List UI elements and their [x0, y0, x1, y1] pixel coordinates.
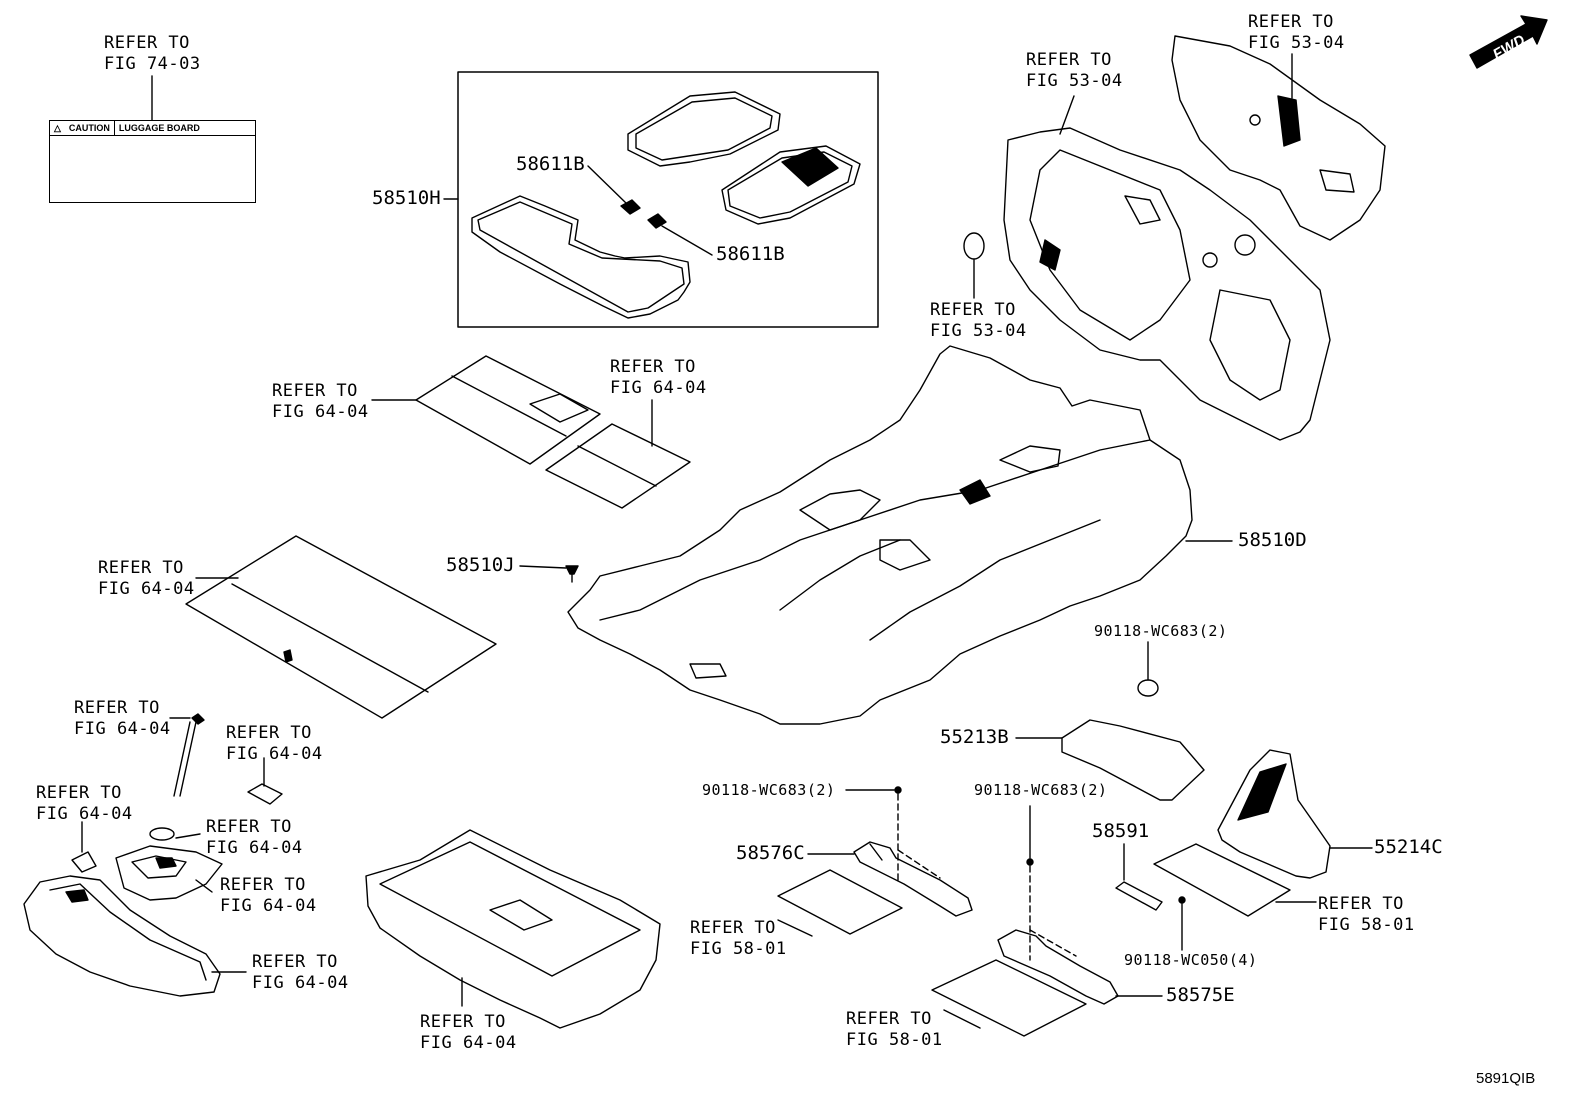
leader-line	[519, 565, 567, 569]
part-number-label[interactable]: 58611B	[716, 243, 785, 265]
leader-line	[1059, 95, 1075, 135]
leader-line	[587, 165, 628, 205]
bracket	[1115, 881, 1163, 911]
leader-line	[1029, 929, 1077, 957]
grommet-icon	[963, 232, 985, 260]
luggage-mat	[185, 535, 497, 719]
part-number-label[interactable]: 58510H	[372, 187, 441, 209]
fwd-arrow-icon	[1469, 15, 1548, 69]
duct-mat-lower	[931, 959, 1087, 1037]
floor-panel-insert	[1153, 843, 1291, 917]
clip-icon	[1178, 896, 1186, 904]
deck-side-trim	[23, 875, 221, 997]
part-number-label[interactable]: 58576C	[736, 842, 805, 864]
jack-handle	[173, 713, 205, 797]
cowl-silencer	[1171, 35, 1386, 241]
part-number-label[interactable]: 58575E	[1166, 984, 1235, 1006]
part-number-label[interactable]: 58611B	[516, 153, 585, 175]
rear-floor-silencer	[1061, 719, 1205, 801]
clip-icon	[894, 786, 902, 794]
part-number-label[interactable]: 90118-WC683(2)	[702, 781, 836, 799]
jack-bracket	[247, 783, 283, 805]
leader-line	[195, 879, 213, 893]
rear-floor-mat	[471, 195, 691, 319]
part-number-label[interactable]: 58510J	[446, 554, 515, 576]
part-number-label[interactable]: 58510D	[1238, 529, 1307, 551]
leader-line	[175, 833, 201, 839]
floor-carpet	[567, 345, 1193, 725]
grommet-icon	[1137, 679, 1159, 697]
front-floor-mat-passenger	[627, 91, 781, 167]
caution-label: △ CAUTION LUGGAGE BOARD	[49, 120, 256, 203]
figure-code: 5891QIB	[1476, 1070, 1536, 1087]
caution-text: CAUTION	[68, 123, 110, 133]
spacer-block	[71, 851, 97, 873]
dash-silencer	[1003, 127, 1331, 441]
front-floor-mat-driver	[721, 145, 861, 225]
duct-mat-upper	[777, 869, 903, 935]
warning-triangle-icon: △	[54, 123, 61, 133]
mat-clip-icon	[620, 199, 667, 229]
tool-tray	[115, 845, 223, 901]
part-number-label[interactable]: 90118-WC683(2)	[1094, 622, 1228, 640]
deck-board-lower	[545, 423, 691, 509]
leader-line	[777, 919, 813, 937]
part-number-label[interactable]: 55214C	[1374, 836, 1443, 858]
clip-icon	[1026, 858, 1034, 866]
deck-board-upper	[415, 355, 601, 465]
part-number-label[interactable]: 58591	[1092, 820, 1150, 842]
part-number-label[interactable]: 90118-WC683(2)	[974, 781, 1108, 799]
leader-line	[661, 225, 713, 256]
floor-duct-lower	[997, 929, 1119, 1005]
tool-tray-cap	[149, 827, 175, 841]
part-number-label[interactable]: 90118-WC050(4)	[1124, 951, 1258, 969]
luggage-board-text: LUGGAGE BOARD	[113, 121, 204, 135]
clip-icon	[565, 565, 579, 583]
leader-line	[943, 1009, 981, 1029]
leader-line	[897, 849, 941, 879]
luggage-floor-tray	[365, 829, 661, 1029]
floor-silencer-side	[1217, 749, 1331, 879]
floor-duct-upper	[853, 841, 973, 917]
part-number-label[interactable]: 55213B	[940, 726, 1009, 748]
